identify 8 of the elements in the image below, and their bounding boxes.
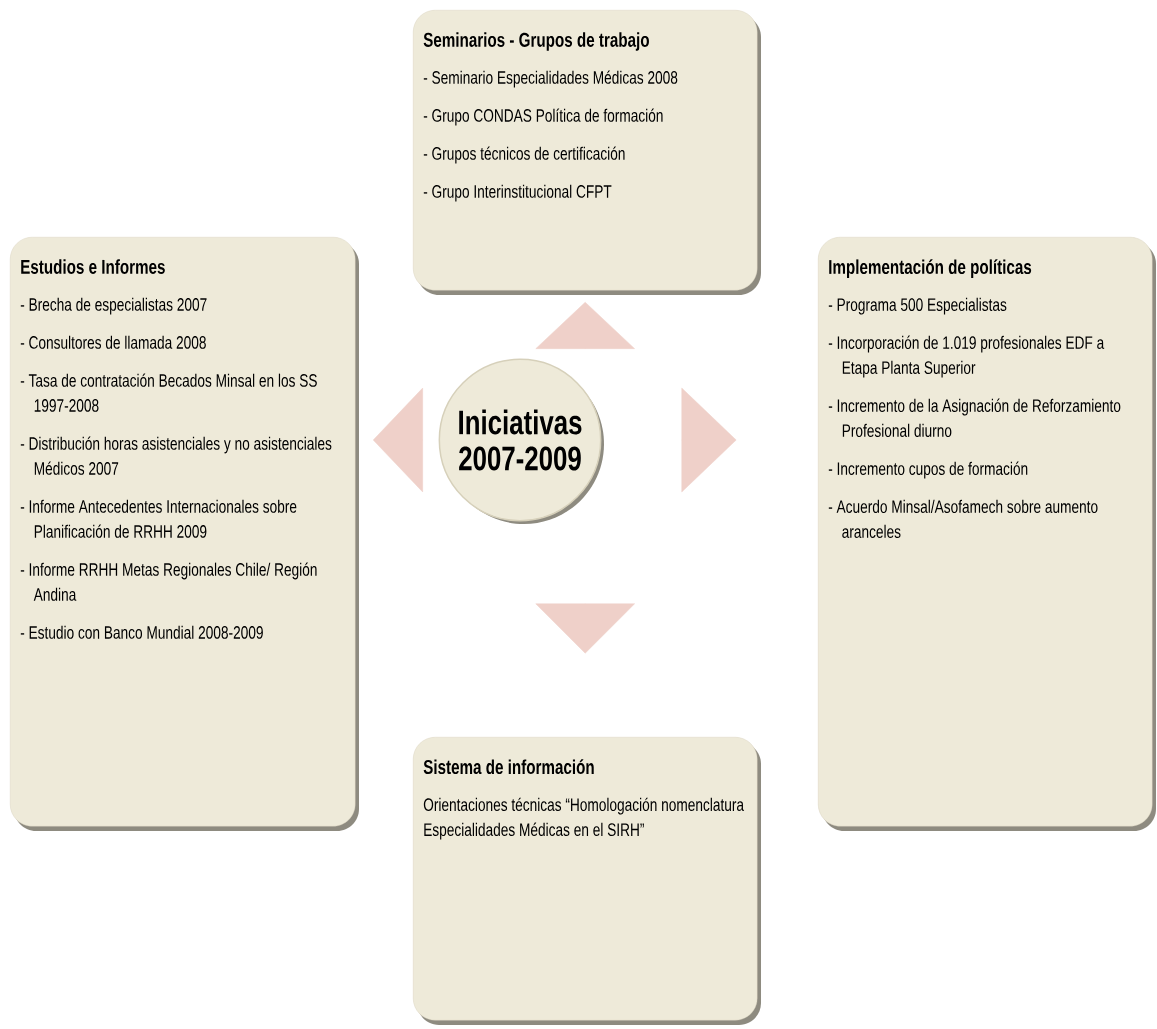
triangle-arrow [535,302,635,350]
triangle-arrow [373,387,424,493]
text-box: Seminarios - Grupos de trabajo - Seminario Especialidades Médicas 2008 - Grupo CONDAS Política de formación - Grupos técnicos de certificación - Grupo Interinstitucional CFPT [413,10,761,295]
text-box: Implementación de políticas - Programa 500 Especialistas - Incorporación de 1.019 profesionales EDF a Etapa Planta Superior - Incremento de la Asignación de Reforzamiento Profesional diurno - Incremento cupos de formación - Acuerdo Minsal/Asofamech sobre aumento aranceles [818,237,1156,831]
text-box: Estudios e Informes - Brecha de especialistas 2007 - Consultores de llamada 2008 - Tasa de contratación Becados Minsal en los SS 1997-2008 - Distribución horas asistenciales y no asistenciales Médicos 2007 - Informe Antecedentes Internacionales sobre Planificación de RRHH 2009 - Informe RRHH Metas Regionales Chile/ Región Andina - Estudio con Banco Mundial 2008-2009 [10,237,359,831]
triangle-arrow [681,387,737,493]
text-box: Sistema de información Orientaciones técnicas “Homologación nomenclatura Especialidades Médicas en el SIRH” [413,737,761,1025]
triangle-arrow [535,603,635,654]
